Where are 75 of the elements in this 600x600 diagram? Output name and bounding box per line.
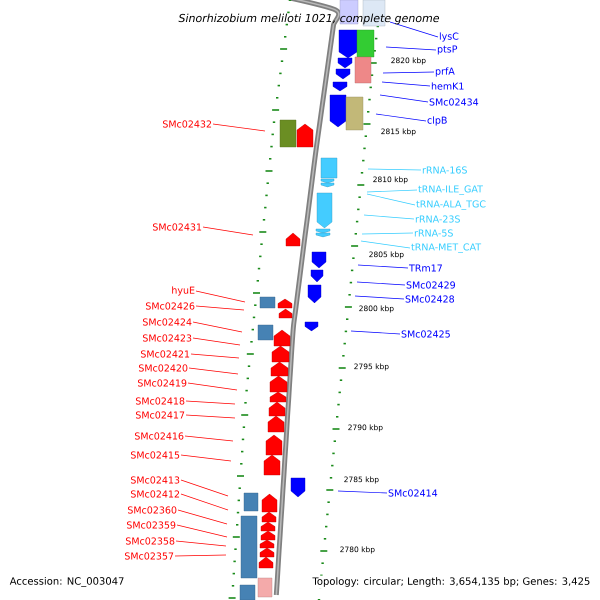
gene-label: hemK1 bbox=[432, 82, 464, 90]
gene-label: ptsP bbox=[438, 46, 458, 54]
gene-label: SMc02414 bbox=[388, 489, 438, 497]
gene-label: SMc02424 bbox=[142, 318, 192, 326]
leader-line bbox=[176, 524, 228, 538]
genome-summary: Topology: circular; Length: 3,654,135 bp; Genes: 3,425 bbox=[310, 576, 592, 588]
gene-label: rRNA-16S bbox=[422, 166, 467, 174]
gene-label: SMc02421 bbox=[140, 350, 190, 358]
leader-line bbox=[382, 72, 434, 74]
title: Sinorhizobium meliloti 1021, complete genome bbox=[178, 14, 440, 24]
gene-label: SMc02423 bbox=[142, 334, 192, 342]
gene-label: hyuE bbox=[172, 286, 194, 296]
leader-line bbox=[178, 510, 228, 524]
gene-label: SMc02415 bbox=[130, 451, 180, 459]
leader-line bbox=[356, 282, 406, 286]
gene-label: SMc02357 bbox=[124, 552, 174, 560]
gene-label: tRNA-ILE_GAT bbox=[418, 185, 483, 195]
gene-label: SMc02360 bbox=[128, 506, 176, 514]
gene-label: SMc02418 bbox=[136, 397, 184, 405]
leader-line bbox=[364, 214, 414, 220]
leader-line bbox=[196, 306, 244, 310]
gene-label: SMc02413 bbox=[130, 476, 180, 484]
gene-label: SMc02425 bbox=[402, 330, 450, 338]
accession-text: Accession: NC_003047 bbox=[8, 576, 126, 588]
leader-line bbox=[196, 290, 246, 302]
gene-label: SMc02359 bbox=[126, 521, 176, 529]
leader-line bbox=[176, 540, 226, 546]
leader-line bbox=[202, 226, 254, 236]
gene-label: rRNA-23S bbox=[416, 215, 460, 223]
leader-line bbox=[184, 436, 234, 442]
leader-line bbox=[354, 296, 404, 300]
gene-label: SMc02420 bbox=[138, 364, 188, 372]
leader-line bbox=[192, 322, 242, 332]
gene-label: TRm17 bbox=[408, 264, 442, 272]
leader-line bbox=[338, 490, 388, 494]
gene-label: SMc02358 bbox=[126, 537, 174, 545]
gene-label: SMc02412 bbox=[130, 490, 180, 498]
leader-line bbox=[376, 114, 426, 122]
leader-line bbox=[362, 232, 414, 234]
gene-label: SMc02428 bbox=[406, 295, 454, 303]
gene-label: SMc02429 bbox=[406, 281, 455, 289]
leader-line bbox=[350, 330, 400, 334]
gene-label: prfA bbox=[436, 67, 455, 77]
leader-line bbox=[180, 494, 228, 510]
gene-label: clpB bbox=[428, 116, 447, 126]
leader-line bbox=[368, 168, 422, 170]
leader-line bbox=[186, 400, 236, 404]
gene-label: SMc02419 bbox=[138, 379, 186, 387]
leader-line bbox=[188, 382, 238, 390]
gene-label: tRNA-MET_CAT bbox=[411, 243, 482, 253]
leader-line bbox=[180, 480, 228, 496]
leader-line bbox=[360, 240, 410, 248]
gene-label: rRNA-5S bbox=[414, 229, 453, 237]
gene-label: SMc02431 bbox=[152, 223, 202, 231]
leader-line bbox=[192, 338, 240, 346]
gene-label: SMc02416 bbox=[134, 432, 184, 440]
leader-line bbox=[382, 82, 430, 86]
gene-label: SMc02417 bbox=[136, 411, 184, 419]
gene-label: tRNA-ALA_TGC bbox=[416, 200, 486, 210]
gene-label: lysC bbox=[440, 32, 458, 42]
leader-line bbox=[386, 46, 436, 50]
leader-line bbox=[366, 194, 416, 206]
leader-line bbox=[212, 124, 266, 132]
leader-line bbox=[180, 454, 232, 462]
leader-line bbox=[188, 368, 238, 374]
leader-line bbox=[174, 554, 226, 556]
leader-line bbox=[390, 22, 438, 38]
leader-line bbox=[380, 94, 428, 102]
gene-label: SMc02432 bbox=[162, 120, 212, 128]
leader-line bbox=[366, 190, 418, 192]
gene-label: SMc02426 bbox=[146, 302, 194, 310]
leader-line bbox=[186, 414, 236, 418]
gene-label: SMc02434 bbox=[430, 98, 478, 106]
leader-line bbox=[358, 264, 408, 268]
leader-line bbox=[190, 354, 240, 358]
